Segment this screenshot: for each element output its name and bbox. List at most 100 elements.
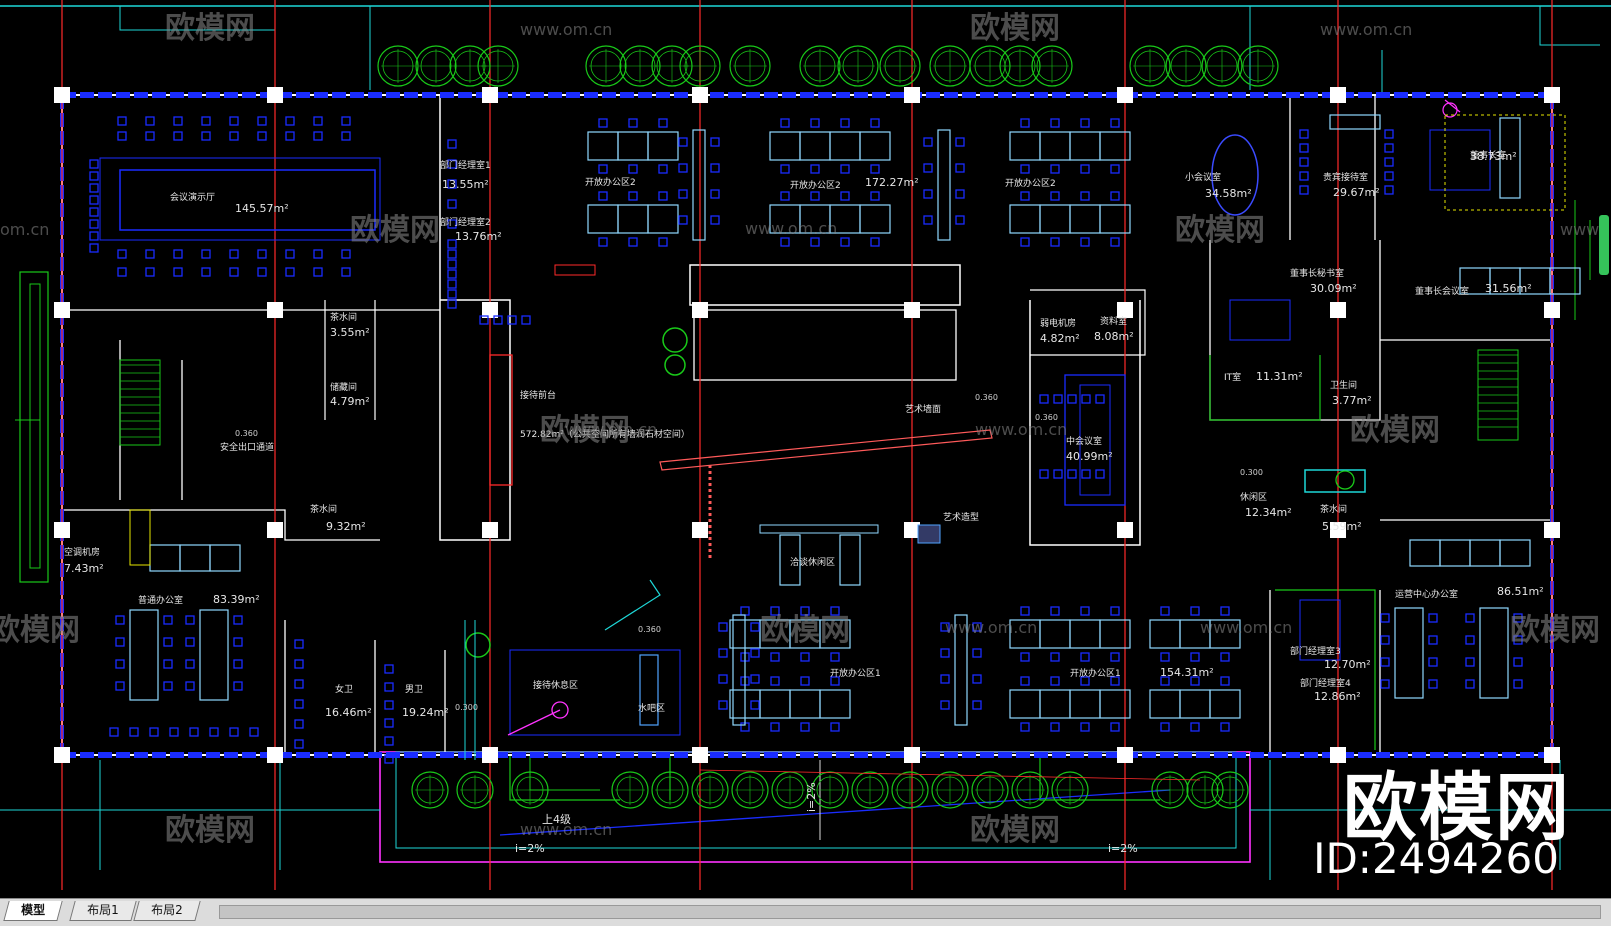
watermark-brand-7: 欧模网: [760, 613, 850, 648]
room-name-open-office-2a: 开放办公区2: [585, 176, 636, 188]
room-name-tea-room-2: 茶水间: [310, 503, 337, 515]
column: [1117, 87, 1133, 103]
room-name-lounge: 休闲区: [1240, 491, 1267, 503]
dimension-tags: 0.360 0.360 0.300 0.360 0.300 0.360: [235, 393, 1263, 712]
column: [692, 87, 708, 103]
room-name-safety-exit: 安全出口通道: [220, 441, 274, 453]
watermark-brand-6: 欧模网: [0, 613, 80, 648]
room-area-weak-room: 4.82m²: [1040, 332, 1080, 345]
floor-plan[interactable]: 会议演示厅145.57m²部门经理室113.55m²部门经理室213.76m²开…: [0, 0, 1611, 898]
horizontal-scrollbar[interactable]: [219, 905, 1601, 919]
room-name-archive: 资料室: [1100, 315, 1127, 327]
column: [1544, 87, 1560, 103]
column: [1544, 302, 1560, 318]
room-name-open-office-1a: 开放办公区1: [830, 667, 881, 679]
room-area-chairman-secretary: 30.09m²: [1310, 282, 1357, 295]
column: [1330, 87, 1346, 103]
room-area-open-office-1b: 154.31m²: [1160, 666, 1214, 679]
room-name-art-model: 艺术造型: [943, 511, 979, 523]
column: [1330, 522, 1346, 538]
room-name-chairman: 董事长室: [1470, 149, 1506, 161]
column: [904, 302, 920, 318]
room-name-ac-room: 空调机房: [64, 546, 100, 558]
tab-model[interactable]: 模型: [3, 901, 63, 921]
column: [1117, 302, 1133, 318]
room-area-mid-meeting: 40.99m²: [1066, 450, 1113, 463]
column: [267, 522, 283, 538]
column: [1544, 522, 1560, 538]
vertical-scroll-thumb[interactable]: [1599, 215, 1609, 275]
column: [54, 87, 70, 103]
tab-layout1-label: 布局1: [87, 903, 119, 917]
tab-layout2[interactable]: 布局2: [133, 901, 201, 921]
column: [1330, 747, 1346, 763]
room-area-tea-room-1: 3.55m²: [330, 326, 370, 339]
room-name-art-wall: 艺术墙面: [905, 403, 941, 415]
watermark-url-2: www.om.cn: [745, 219, 837, 238]
room-area-chairman: 38.73m²: [1470, 150, 1517, 163]
tab-layout1[interactable]: 布局1: [69, 901, 137, 921]
column: [482, 522, 498, 538]
room-labels: 会议演示厅145.57m²部门经理室113.55m²部门经理室213.76m²开…: [64, 149, 1544, 719]
dim-tag-6: 0.360: [235, 429, 258, 438]
slope-label-3: i=2%: [1108, 842, 1138, 855]
watermark-brand-5: 欧模网: [1350, 413, 1440, 448]
room-area-dept-manager-1: 13.55m²: [442, 178, 489, 191]
watermark-url-1: www.om.cn: [1320, 20, 1412, 39]
column: [1330, 302, 1346, 318]
tab-layout2-label: 布局2: [151, 903, 183, 917]
room-area-dept-manager-3: 12.70m²: [1324, 658, 1371, 671]
watermark-id: ID:2494260: [1313, 834, 1559, 883]
room-name-storage: 储藏间: [330, 381, 357, 393]
room-name-conference-hall: 会议演示厅: [170, 191, 215, 203]
dim-tag-5: 0.300: [1240, 468, 1263, 477]
dim-tag-3: 0.300: [455, 703, 478, 712]
room-area-dept-manager-4: 12.86m²: [1314, 690, 1361, 703]
room-name-chairman-secretary: 董事长秘书室: [1290, 267, 1344, 279]
room-area-general-office: 83.39m²: [213, 593, 260, 606]
watermark-url-3: www.om.cn: [565, 420, 657, 439]
column: [267, 87, 283, 103]
room-area-small-meeting: 34.58m²: [1205, 187, 1252, 200]
watermark-url-0: www.om.cn: [520, 20, 612, 39]
room-area-tea-room-3: 5.59m²: [1322, 520, 1362, 533]
room-area-female-wc: 16.46m²: [325, 706, 372, 719]
room-name-rest-area: 接待休息区: [533, 679, 578, 691]
dim-tag-1: 0.360: [975, 393, 998, 402]
column: [267, 302, 283, 318]
room-name-weak-room: 弱电机房: [1040, 317, 1076, 329]
column: [692, 747, 708, 763]
column: [692, 302, 708, 318]
furniture-layout: [89, 114, 1581, 764]
layout-tab-bar: 模型 布局1 布局2: [0, 898, 1611, 926]
watermark-url-5: www.om.cn: [945, 618, 1037, 637]
stair-treads: [120, 354, 1518, 438]
column: [54, 747, 70, 763]
column: [54, 522, 70, 538]
room-name-negotiation: 洽谈休闲区: [790, 556, 835, 568]
room-name-toilet-small: 卫生间: [1330, 379, 1357, 391]
column: [482, 747, 498, 763]
structural-columns: [54, 87, 1560, 763]
site-annotations: 上4级 i=2% i=2% i=2%: [515, 782, 1138, 855]
room-area-chairman-meeting: 31.56m²: [1485, 282, 1532, 295]
room-area-dept-manager-2: 13.76m²: [455, 230, 502, 243]
room-name-female-wc: 女卫: [335, 683, 353, 695]
room-area-lounge: 12.34m²: [1245, 506, 1292, 519]
special-elements: [99, 99, 1566, 781]
landscape-trees: [377, 45, 1279, 809]
watermark-brand-0: 欧模网: [165, 11, 255, 46]
room-name-open-office-2b: 开放办公区2: [790, 179, 841, 191]
watermark-brand-2: 欧模网: [350, 213, 440, 248]
room-name-dept-manager-2: 部门经理室2: [440, 216, 491, 228]
room-name-small-meeting: 小会议室: [1185, 171, 1221, 183]
column: [482, 87, 498, 103]
room-name-reception-hall: 572.82m²（公共空间所有墙润石材空间）: [520, 428, 690, 440]
column: [54, 302, 70, 318]
slope-label-2: i=2%: [805, 782, 818, 812]
watermark-brand-4: 欧模网: [540, 413, 630, 448]
watermark-edge-right: www.: [1560, 220, 1603, 239]
column: [692, 522, 708, 538]
room-name-open-office-1b: 开放办公区1: [1070, 667, 1121, 679]
